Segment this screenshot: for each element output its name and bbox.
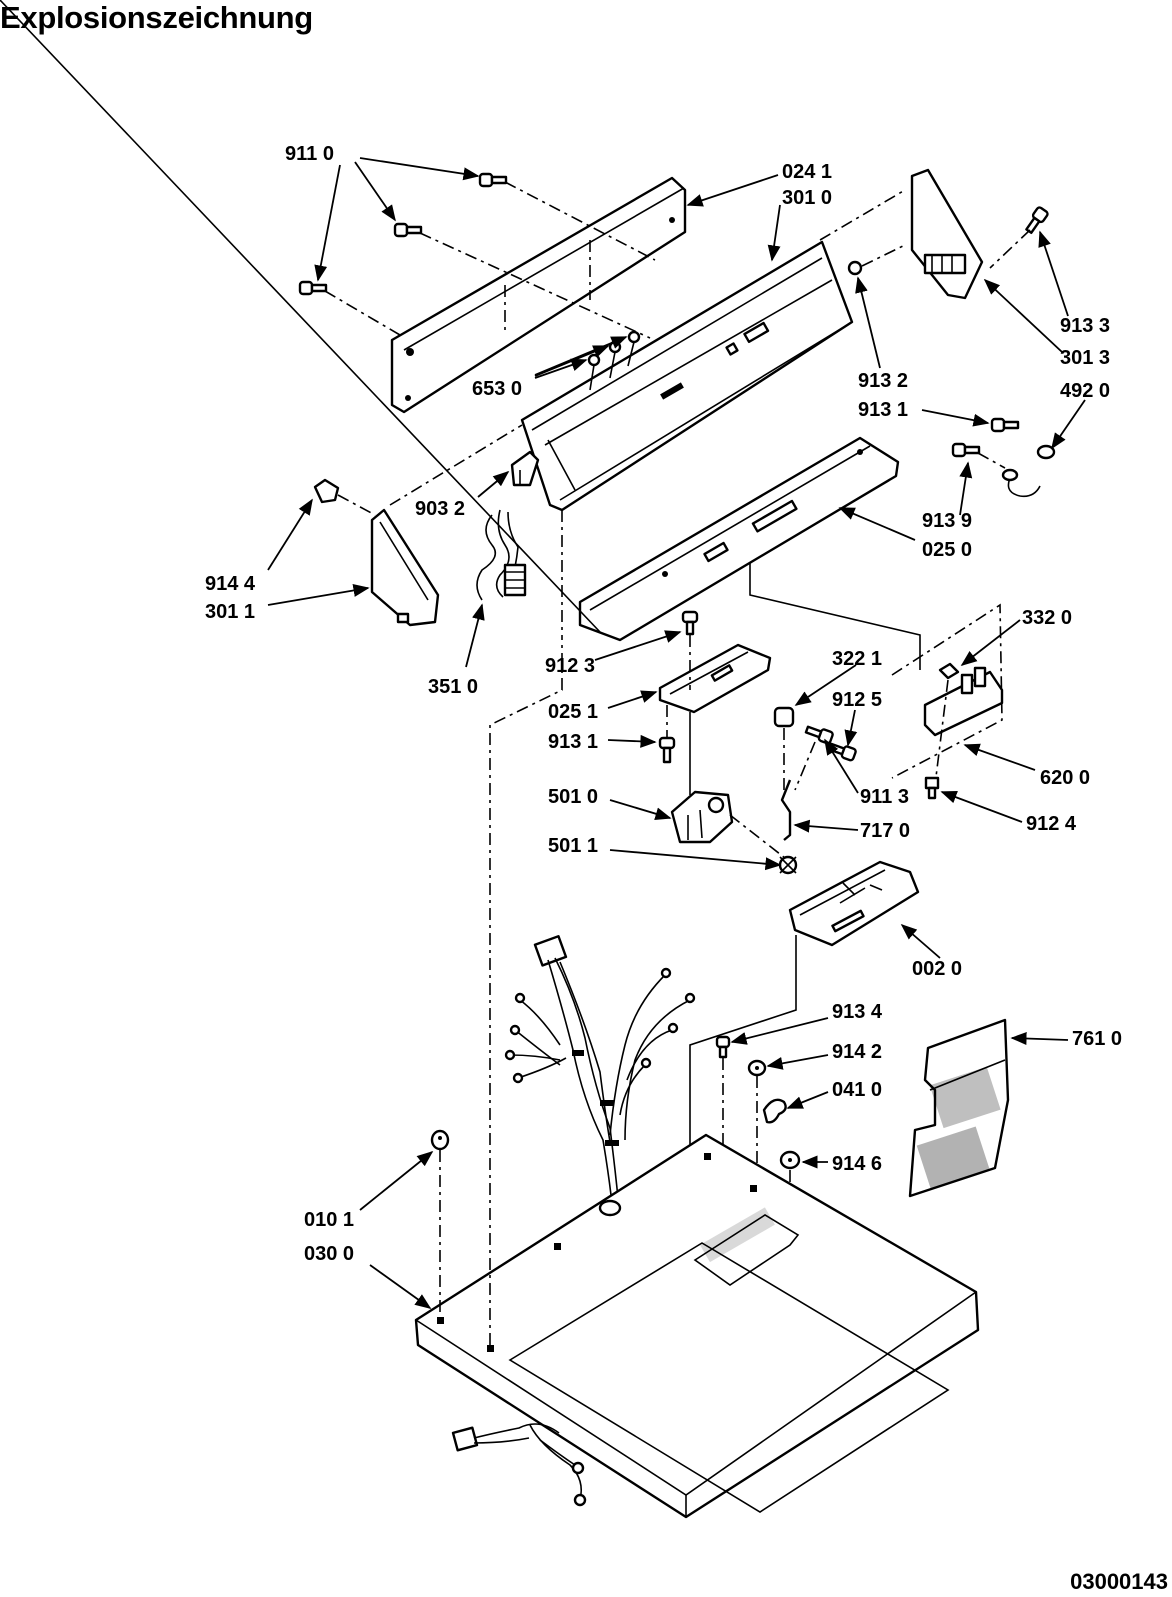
label-912-4: 912 4 [1026, 813, 1077, 835]
label-913-1-top: 913 1 [858, 399, 908, 421]
label-913-3: 913 3 [1060, 315, 1110, 337]
duct-761-0 [908, 1018, 1010, 1198]
label-301-0: 301 0 [782, 187, 832, 209]
foot-010-1 [430, 1129, 450, 1151]
screw-912-4 [924, 776, 940, 800]
label-002-0: 002 0 [912, 958, 962, 980]
label-351-0: 351 0 [428, 676, 478, 698]
power-cord [451, 1423, 587, 1507]
label-912-5: 912 5 [832, 689, 882, 711]
screw-913-3 [1025, 206, 1049, 235]
switch-501-0 [670, 790, 734, 844]
label-903-2: 903 2 [415, 498, 465, 520]
rod-717-0 [780, 779, 792, 841]
label-717-0: 717 0 [860, 820, 910, 842]
label-501-0: 501 0 [548, 786, 598, 808]
screw-911-3 [804, 725, 834, 745]
label-911-0: 911 0 [285, 143, 334, 165]
label-913-2: 913 2 [858, 370, 908, 392]
screw-912-3 [681, 610, 699, 636]
label-914-4: 914 4 [205, 573, 256, 595]
label-620-0: 620 0 [1040, 767, 1090, 789]
label-913-9: 913 9 [922, 510, 972, 532]
label-501-1: 501 1 [548, 835, 598, 857]
label-301-3: 301 3 [1060, 347, 1110, 369]
label-913-4: 913 4 [832, 1001, 883, 1023]
screw-913-1 [990, 417, 1020, 433]
rear-panel-plate [390, 176, 687, 414]
label-025-1: 025 1 [548, 701, 598, 723]
label-914-2: 914 2 [832, 1041, 882, 1063]
clip-041-0 [762, 1098, 787, 1124]
control-console [520, 240, 854, 512]
leader-lines [267, 157, 1086, 1309]
label-914-6: 914 6 [832, 1153, 882, 1175]
label-024-1: 024 1 [782, 161, 832, 183]
harness-351-0 [476, 509, 527, 601]
clip-492-0 [1001, 444, 1056, 498]
label-025-0: 025 0 [922, 539, 972, 561]
knob-322-1 [773, 706, 795, 728]
module-620-0 [923, 662, 1004, 737]
left-end-cap [370, 508, 440, 627]
bracket-025-1 [658, 643, 772, 714]
switch-903-2 [510, 450, 540, 487]
right-end-cap [910, 168, 984, 300]
screw-913-1-b [658, 736, 676, 764]
nut-914-6 [779, 1150, 801, 1170]
part-number-labels: 911 0 024 1 301 0 913 3 301 3 492 0 913 … [205, 143, 1122, 1265]
label-301-1: 301 1 [205, 601, 255, 623]
screw-911-0 [298, 172, 508, 296]
screw-913-2 [847, 260, 863, 276]
label-761-0: 761 0 [1072, 1028, 1122, 1050]
label-010-1: 010 1 [304, 1209, 354, 1231]
page-title: Explosionszeichnung [0, 0, 313, 35]
knob-501-1 [778, 855, 798, 875]
label-322-1: 322 1 [832, 648, 882, 670]
base-top-030-0 [414, 1133, 980, 1519]
label-911-3: 911 3 [860, 786, 909, 808]
screw-913-4 [715, 1035, 731, 1059]
label-912-3: 912 3 [545, 655, 595, 677]
bracket-025-0 [0, 0, 900, 642]
label-041-0: 041 0 [832, 1079, 882, 1101]
screw-913-9 [951, 442, 981, 458]
label-653-0: 653 0 [472, 378, 522, 400]
label-030-0: 030 0 [304, 1243, 354, 1265]
document-number: 03000143 [1070, 1569, 1168, 1594]
label-913-1-mid: 913 1 [548, 731, 598, 753]
main-wiring-harness [504, 935, 696, 1199]
nut-914-2 [747, 1059, 767, 1077]
lint-filter-002-0 [788, 860, 920, 947]
label-332-0: 332 0 [1022, 607, 1072, 629]
label-492-0: 492 0 [1060, 380, 1110, 402]
screw-914-4 [313, 478, 340, 504]
